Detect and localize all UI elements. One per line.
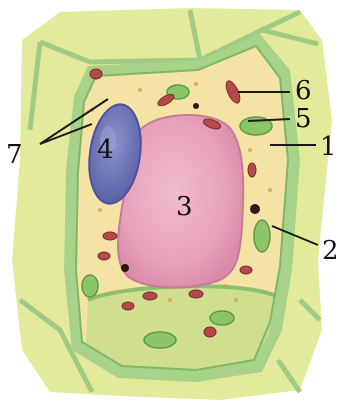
chloroplast — [210, 311, 234, 325]
label-4: 4 — [97, 135, 114, 165]
mitochondrion — [90, 69, 102, 79]
lower-cytoplasm-region — [86, 286, 276, 370]
chloroplast — [254, 220, 270, 252]
mitochondrion — [204, 327, 216, 337]
granule — [121, 264, 129, 272]
label-3: 3 — [176, 192, 193, 222]
label-7: 7 — [6, 140, 23, 170]
mitochondrion — [122, 302, 134, 310]
mitochondrion — [98, 252, 110, 260]
granule — [193, 103, 199, 109]
granule — [250, 204, 260, 214]
mitochondrion — [143, 292, 157, 300]
label-6: 6 — [295, 76, 312, 106]
mitochondrion — [248, 163, 256, 177]
chloroplast — [82, 275, 98, 297]
mitochondrion — [189, 290, 203, 298]
label-1: 1 — [320, 132, 337, 162]
mitochondrion — [103, 232, 117, 240]
label-2: 2 — [322, 236, 339, 266]
mitochondrion — [240, 266, 252, 274]
label-5: 5 — [295, 104, 312, 134]
chloroplast — [144, 332, 176, 348]
